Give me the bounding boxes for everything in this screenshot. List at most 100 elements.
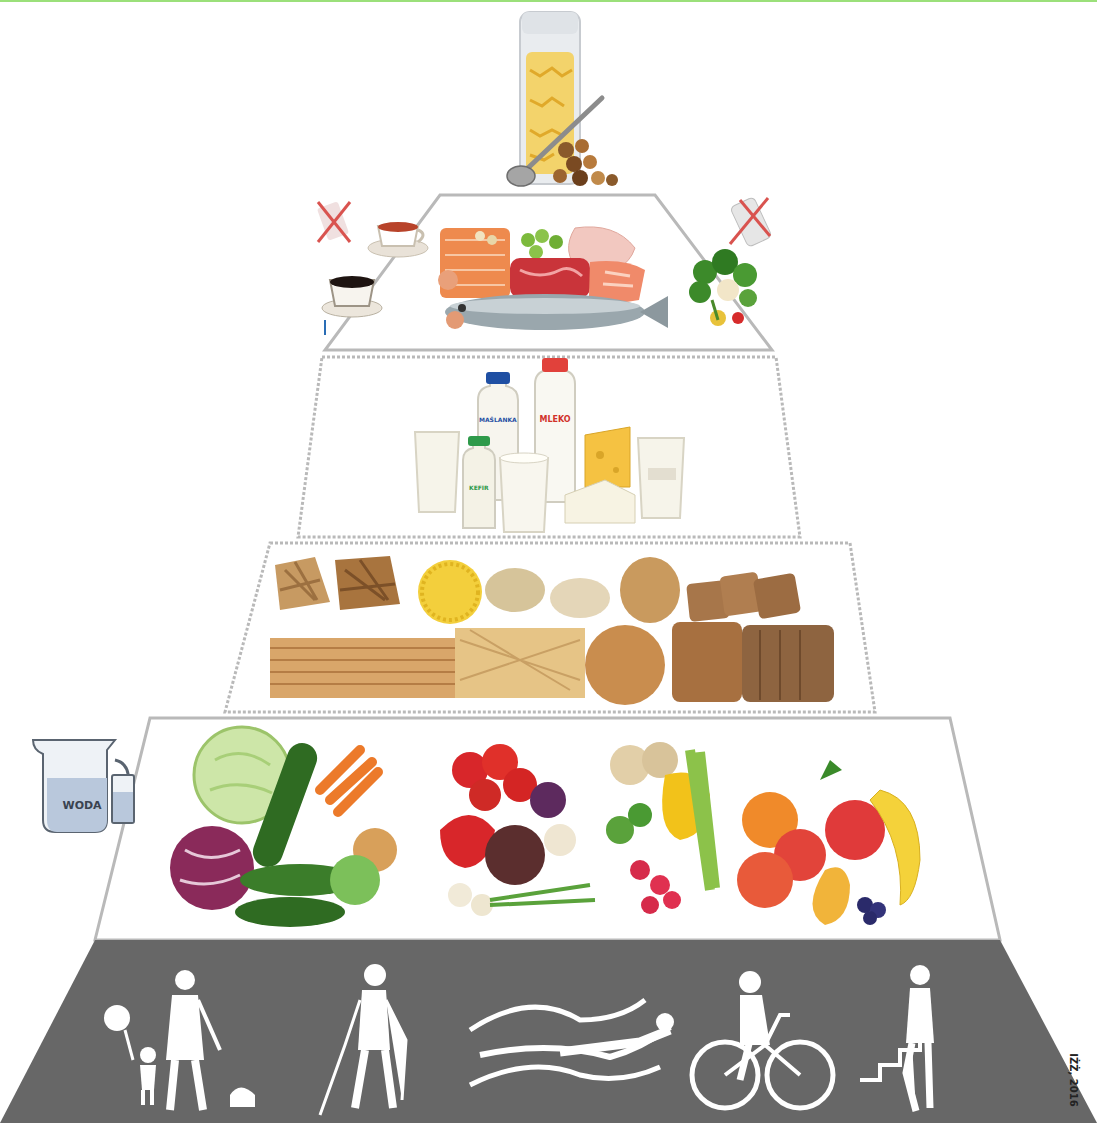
bottle-label: KEFIR [469,485,489,491]
vegetables-fruit-shape [641,896,659,914]
fats-apex-shape [591,171,605,185]
salt-herbs-side-shape [739,289,757,307]
protein-foods-shape [589,261,645,302]
vegetables-fruit-shape [870,790,920,905]
vegetables-fruit [170,727,920,927]
grain-foods-shape [340,560,395,600]
vegetables-fruit-shape [630,860,650,880]
dairy-foods [415,358,684,532]
activity-figures [104,964,934,1115]
activity-figures-shape [140,1065,156,1090]
vegetables-fruit-shape [544,824,576,856]
drinks-side-shape [418,230,423,242]
salt-herbs-side-shape [732,312,744,324]
activity-figures-shape [470,1000,645,1030]
fats-apex-shape [583,155,597,169]
grain-foods-shape [275,557,330,610]
vegetables-fruit-shape [170,826,254,910]
protein-foods-shape [521,233,535,247]
pyramid-bands-shape [325,195,772,350]
protein-foods-shape [535,229,549,243]
activity-figures-shape [470,1067,660,1085]
salt-herbs-side [689,197,772,326]
protein-foods-shape [450,298,640,314]
activity-band [0,940,1097,1123]
salt-herbs-side-shape [740,200,770,236]
vegetables-fruit-shape [628,803,652,827]
fats-apex-shape [522,12,578,34]
vegetables-fruit-shape [690,750,715,890]
water-label: WODA [63,800,102,811]
vegetables-fruit-shape [330,855,380,905]
grain-foods-shape [460,630,580,690]
fats-apex-shape [507,166,535,186]
drinks-side-shape [330,276,374,288]
activity-figures-shape [320,1000,360,1115]
salt-herbs-side-shape [689,281,711,303]
vegetables-fruit-shape [813,867,851,925]
grain-foods-shape [270,648,465,684]
grain-foods-shape [485,568,545,612]
frame-line [0,0,1097,2]
dairy-foods-shape [565,480,635,523]
pyramid-bands-shape [225,543,875,712]
fats-apex-shape [566,156,582,172]
grain-foods-shape [550,578,610,618]
protein-foods-shape [529,245,543,259]
water-jug-shape [113,792,133,822]
protein-foods-shape [458,304,466,312]
fats-apex-shape [558,142,574,158]
salt-herbs-side-shape [712,300,718,320]
fats-apex-shape [526,52,574,174]
activity-figures-shape [739,971,761,993]
activity-figures-shape [560,1030,670,1052]
grain-foods-shape [760,630,800,700]
activity-figures-shape [140,1047,156,1063]
dairy-foods-shape [638,438,684,518]
activity-figures-shape [386,1000,406,1100]
vegetables-fruit-shape [820,760,842,780]
water-jug [33,740,134,832]
vegetables-fruit-shape [863,911,877,925]
protein-foods-shape [640,296,668,328]
grain-foods-shape [585,625,665,705]
protein-foods-shape [445,294,645,330]
drinks-side [317,201,428,335]
activity-figures-shape [198,1000,220,1050]
vegetables-fruit-shape [663,891,681,909]
grain-foods-shape [418,560,482,624]
protein-foods-shape [520,268,582,276]
grain-foods-shape [672,622,742,702]
dairy-foods-shape [585,427,630,487]
fats-apex [507,12,618,186]
water-jug-shape [112,775,134,823]
bottle-label: MLEKO [540,416,571,424]
salt-herbs-side-shape [717,279,739,301]
vegetables-fruit-shape [210,754,272,793]
activity-figures-shape [906,1043,930,1111]
dairy-foods-shape [463,442,495,528]
grain-foods-shape [753,573,801,620]
grain-foods-shape [742,625,834,702]
drinks-side-shape [318,202,350,242]
protein-foods-shape [510,258,590,298]
activity-figures-shape [230,1088,255,1108]
grain-foods [270,556,834,705]
salt-herbs-side-shape [730,197,772,248]
activity-figures-shape [364,964,386,986]
drinks-side-shape [324,320,326,335]
activity-figures-shape [740,1040,750,1080]
vegetables-fruit-shape [320,750,378,812]
vegetables-fruit-shape [180,850,240,884]
activity-figures-shape [355,1050,393,1108]
source-credit: IŻŻ, 2016 [1067,1053,1077,1106]
protein-foods-shape [549,235,563,249]
protein-foods-shape [446,311,464,329]
pyramid-bands-shape [298,357,800,537]
grain-foods-shape [422,564,478,620]
vegetables-fruit-shape [650,875,670,895]
fats-apex-shape [528,98,602,168]
grain-foods-shape [455,628,585,698]
